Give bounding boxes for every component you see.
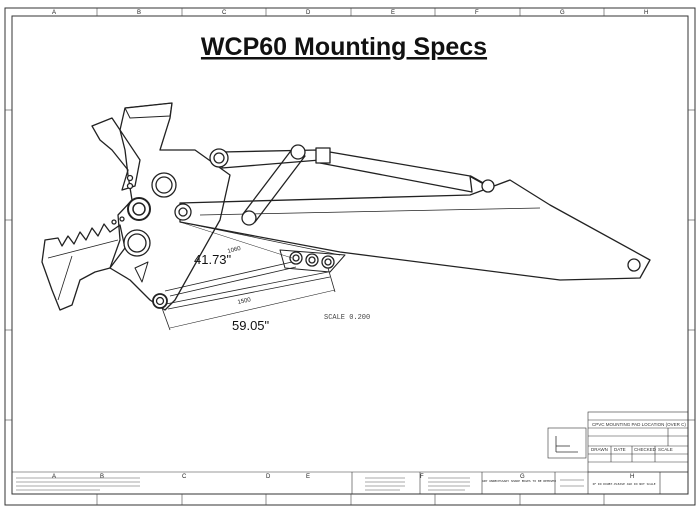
excavator-arm-drawing — [41, 102, 651, 311]
jaw-upper — [91, 117, 141, 191]
dim-long-ext-1 — [161, 307, 171, 331]
zone-top-f: F — [475, 10, 479, 16]
dim-long-line — [165, 271, 329, 305]
pivot-cyl-end — [481, 179, 495, 193]
pivot-lower-inner — [127, 233, 147, 253]
pivot-mid-inner — [178, 207, 188, 217]
triangle-cutout — [134, 261, 149, 283]
zone-ticks — [5, 8, 695, 505]
zone-bottom-h: H — [630, 474, 634, 480]
dim-short-drawing-value: 1060 — [227, 246, 242, 255]
jaw-lower — [41, 223, 126, 311]
dimension-lines — [161, 221, 336, 331]
pivot-small-b — [126, 182, 134, 190]
head-upper-cap — [124, 102, 173, 119]
title-block — [547, 411, 689, 473]
mounting-bracket — [279, 249, 346, 273]
zone-top-g: G — [560, 10, 565, 16]
zone-bottom-a: A — [52, 474, 56, 480]
dim-short-line-b — [169, 266, 297, 297]
zone-bottom-g: G — [520, 474, 525, 480]
pivot-top-right-inner — [213, 152, 225, 164]
zone-top-a: A — [52, 10, 56, 16]
zone-bottom-e: E — [306, 474, 310, 480]
title-block-col-drawn: DRAWN — [591, 447, 608, 452]
warning-do-not-scale-text: IF IN DOUBT-PLEASE ASK DO NOT SCALE — [592, 482, 655, 486]
warning-sharp-edges-text: ANY UNNECESSARY SHARP EDGES TO BE REMOVE… — [482, 479, 556, 483]
zone-top-d: D — [306, 10, 311, 16]
dipper-arm — [179, 179, 651, 281]
dim-short-line — [164, 261, 293, 292]
title-block-col-date: DATE — [614, 447, 626, 452]
logo-box — [547, 427, 587, 459]
drawing-border-inner — [11, 15, 689, 495]
title-block-drawing-title: CPVC MOUNTING PAD LOCATION (OVER C) — [592, 422, 686, 427]
zone-top-c: C — [222, 10, 227, 16]
pivot-small-c — [111, 219, 117, 225]
scale-note: SCALE 0.200 — [324, 314, 370, 322]
zone-top-b: B — [137, 10, 141, 16]
title-block-frame — [587, 411, 689, 473]
pivot-small-a — [126, 174, 134, 182]
zone-bottom-b: B — [100, 474, 104, 480]
pivot-main-inner — [155, 176, 173, 194]
dim-long-drawing-value: 1500 — [237, 297, 252, 306]
mount-pin-2-inner — [308, 256, 316, 264]
cylinder-collar — [315, 147, 331, 164]
cylinder-rod — [317, 149, 473, 193]
linkage-pin-bottom — [241, 210, 257, 226]
warning-sharp-edges: ANY UNNECESSARY SHARP EDGES TO BE REMOVE… — [482, 479, 556, 483]
zone-bottom-f: F — [420, 474, 424, 480]
dim-long-label: 59.05" — [232, 318, 270, 333]
dim-long-ext-2 — [327, 267, 336, 293]
zone-bottom-c: C — [182, 474, 187, 480]
zone-top-e: E — [391, 10, 395, 16]
pivot-jaw-inner — [132, 202, 146, 216]
zone-top-h: H — [644, 10, 648, 16]
arm-lower-line — [194, 224, 341, 256]
drawing-border-outer — [4, 7, 696, 506]
pivot-bottom-inner — [155, 296, 165, 306]
pivot-arm-end — [627, 258, 641, 272]
title-block-col-scale: SCALE — [658, 447, 673, 452]
dim-long-under — [169, 289, 336, 329]
arm-inner-line — [199, 207, 541, 216]
jaw-lower-line — [47, 239, 119, 259]
pivot-small-d — [119, 216, 125, 222]
mount-pin-3-inner — [324, 258, 332, 266]
mount-pin-1-inner — [292, 254, 300, 262]
warning-do-not-scale: IF IN DOUBT-PLEASE ASK DO NOT SCALE — [592, 482, 655, 486]
title-block-col-checked: CHECKED — [634, 447, 657, 452]
page-title: WCP60 Mounting Specs — [201, 33, 487, 61]
dim-long-line-b — [167, 276, 331, 310]
zone-letters-bottom: A B C D E F G H — [52, 474, 634, 480]
dim-short-label: 41.73" — [194, 252, 232, 267]
jaw-lower-line-2 — [57, 255, 73, 301]
fine-print — [16, 477, 584, 491]
zone-letters-top: A B C D E F G H — [52, 10, 648, 16]
linkage-pin-top — [290, 144, 306, 160]
dim-short-leader — [179, 221, 293, 259]
bottom-strip — [12, 471, 688, 494]
zone-bottom-d: D — [266, 474, 271, 480]
